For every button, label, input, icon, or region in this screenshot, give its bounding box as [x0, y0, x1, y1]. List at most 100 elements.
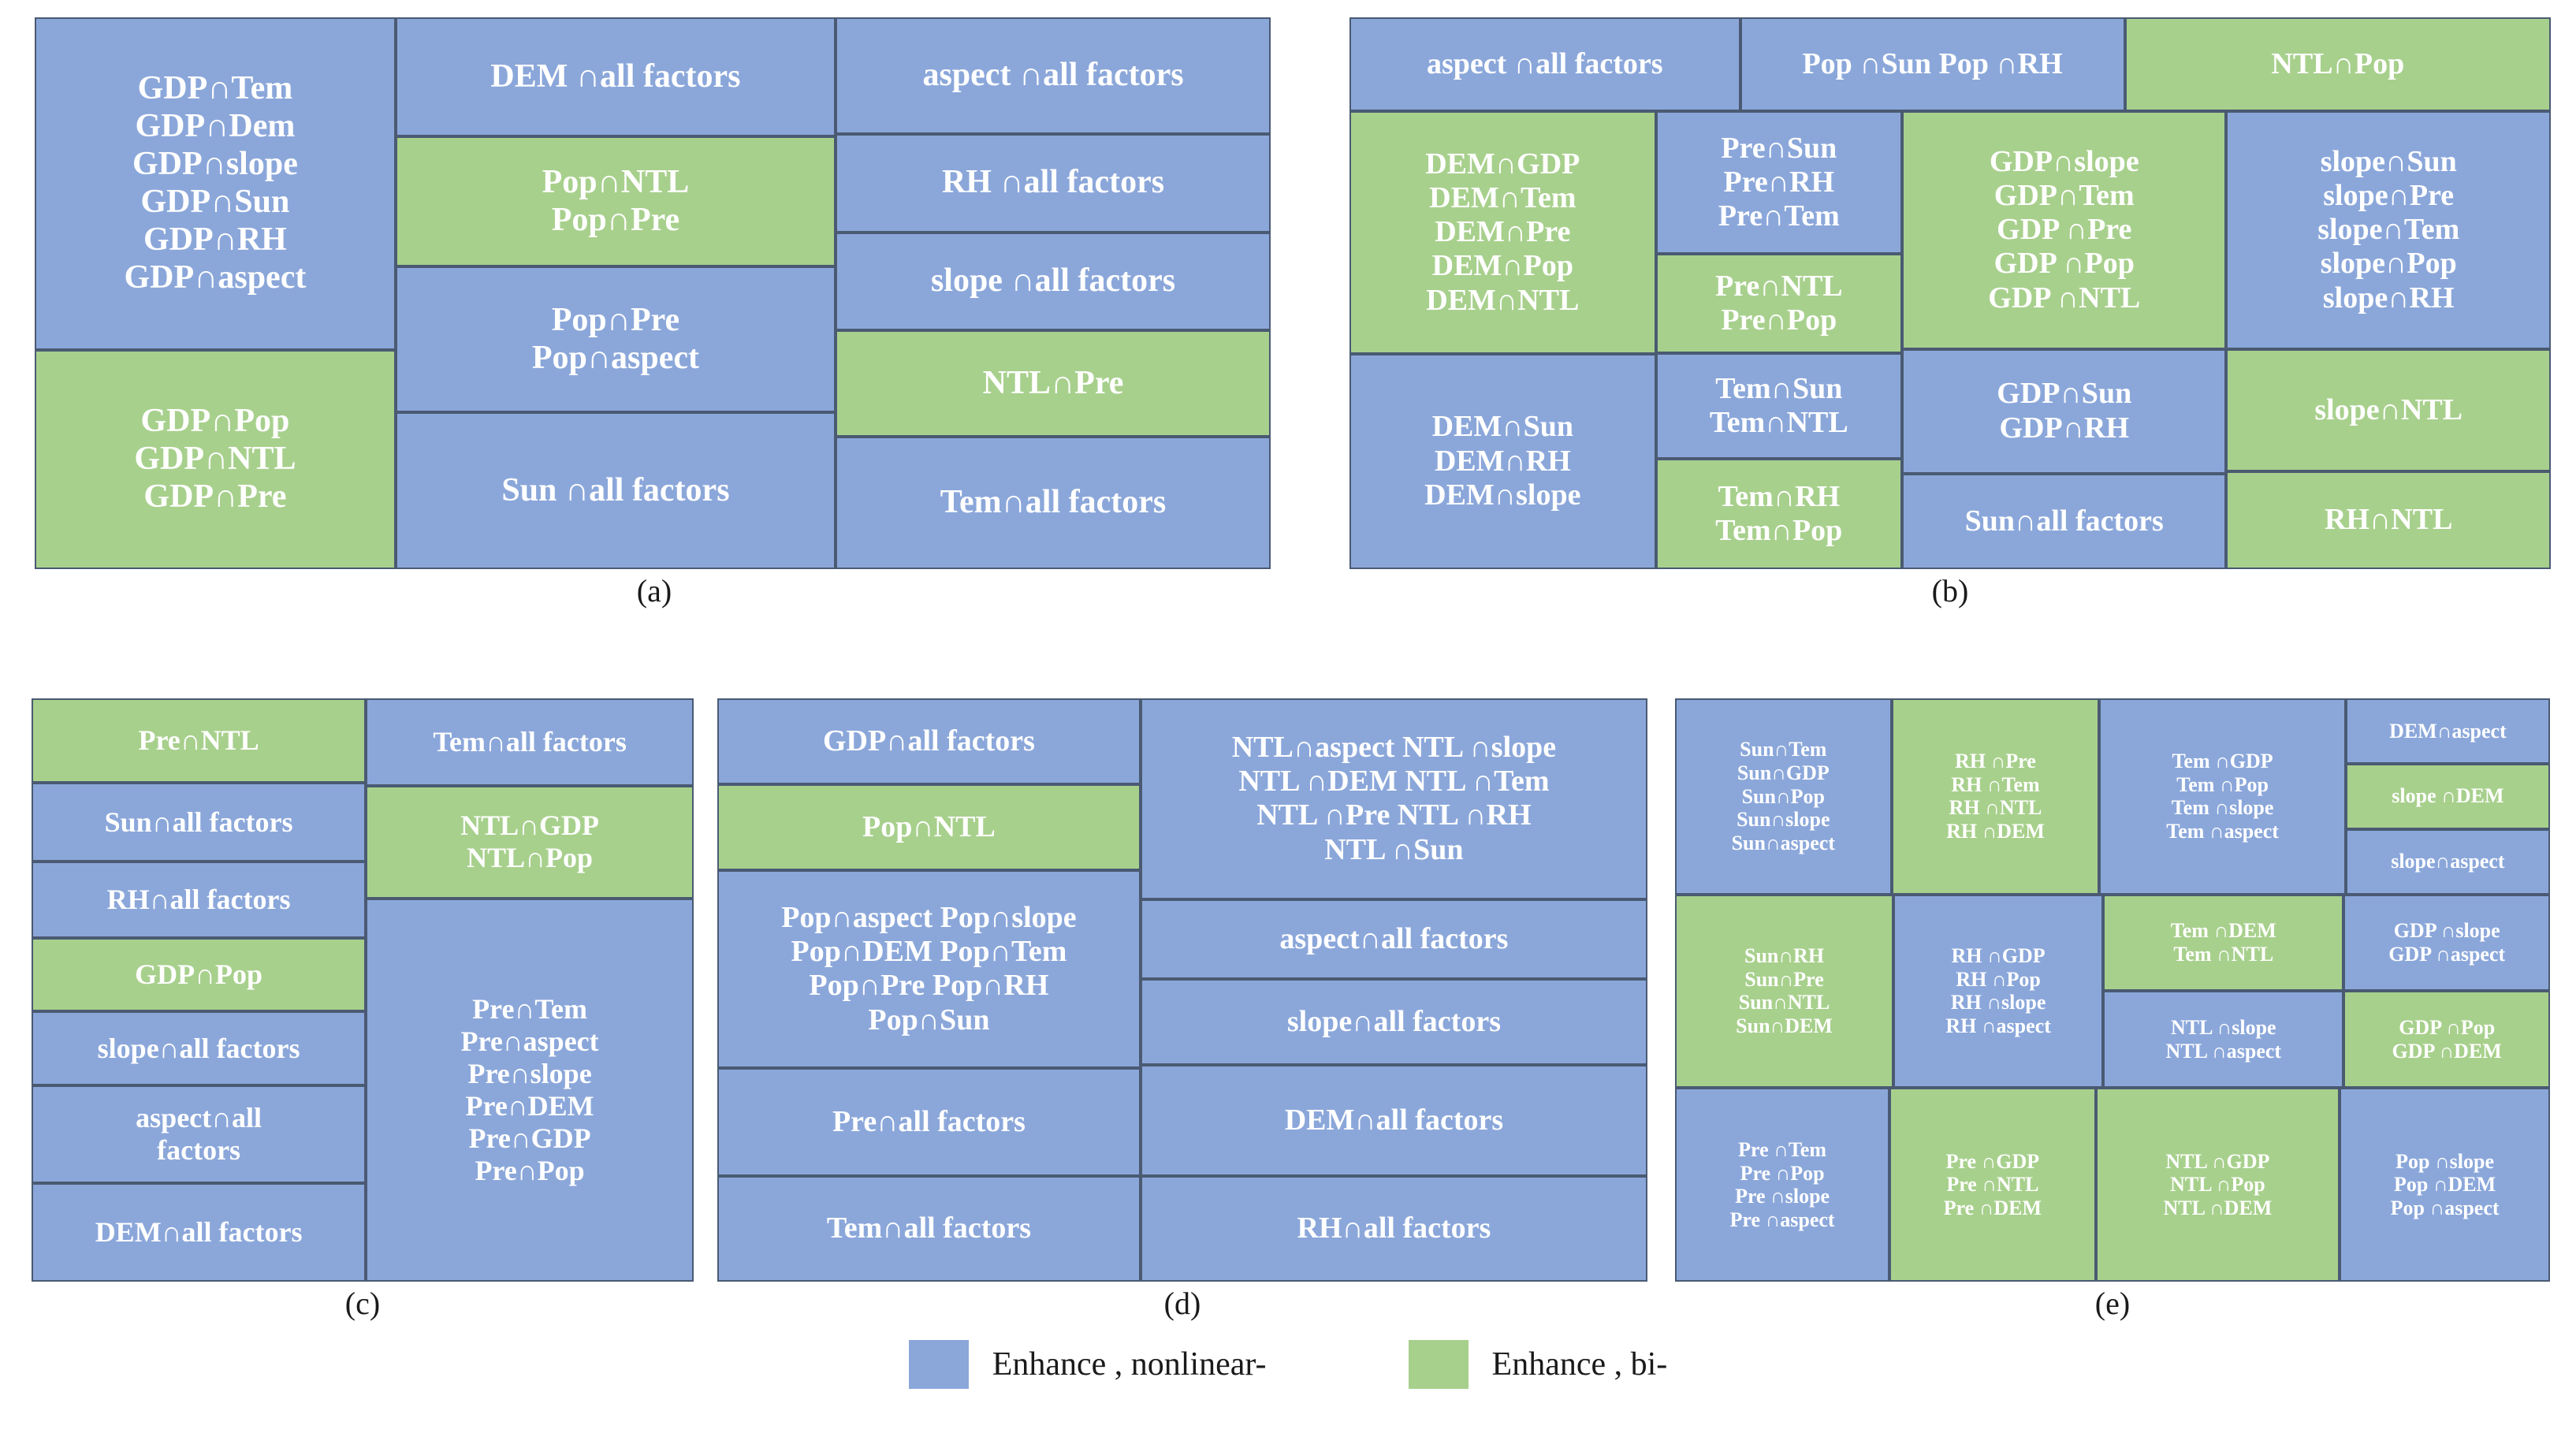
cell-line: Pre ∩GDP	[1945, 1149, 2040, 1173]
treemap-cell[interactable]: slope∩all factors	[32, 1011, 367, 1085]
cell-line: aspect∩all factors	[1279, 921, 1509, 955]
treemap-cell[interactable]: RH∩all factors	[32, 862, 367, 939]
cell-line: DEM∩Pop	[1431, 249, 1573, 283]
treemap-cell[interactable]: DEM∩all factors	[1140, 1065, 1647, 1177]
cell-line: Sun∩slope	[1737, 808, 1830, 832]
cell-line: Tem∩RH	[1718, 479, 1841, 513]
treemap-cell[interactable]: DEM ∩all factors	[395, 17, 836, 137]
cell-line: RH ∩slope	[1950, 991, 2046, 1014]
panel-b-caption: (b)	[1931, 573, 1969, 609]
treemap-cell[interactable]: Pre∩NTL	[32, 698, 367, 783]
cell-line: factors	[157, 1134, 241, 1166]
treemap-cell[interactable]: aspect∩all factors	[1140, 899, 1647, 980]
cell-line: Tem∩all factors	[826, 1212, 1032, 1245]
treemap-cell[interactable]: Sun∩all factors	[1902, 473, 2227, 569]
treemap-cell[interactable]: Pre∩all factors	[717, 1067, 1141, 1177]
treemap-cell[interactable]: DEM∩aspect	[2345, 698, 2550, 764]
cell-line: Pre∩Sun	[1721, 131, 1837, 165]
cell-line: slope∩all factors	[97, 1032, 300, 1064]
treemap-cell[interactable]: Sun∩all factors	[32, 783, 367, 862]
cell-line: NTL ∩Pre NTL ∩RH	[1256, 798, 1532, 832]
cell-line: DEM∩all factors	[95, 1216, 303, 1249]
treemap-cell[interactable]: Sun ∩all factors	[395, 412, 836, 569]
cell-line: GDP∩RH	[143, 221, 287, 258]
treemap-cell[interactable]: RH ∩all factors	[836, 134, 1271, 233]
treemap-cell[interactable]: GDP∩Pop	[32, 938, 367, 1012]
cell-line: Pop∩NTL	[542, 163, 690, 200]
cell-line: GDP∩Tem	[137, 70, 293, 107]
treemap-cell[interactable]: Pop∩NTL	[717, 783, 1141, 870]
cell-line: GDP∩Sun	[140, 184, 290, 221]
treemap-cell[interactable]: Pop ∩Sun Pop ∩RH	[1740, 17, 2125, 111]
cell-line: Sun∩NTL	[1738, 991, 1830, 1014]
cell-line: Pre ∩aspect	[1729, 1208, 1835, 1231]
treemap-cell[interactable]: slope ∩all factors	[836, 232, 1271, 331]
cell-line: Sun∩DEM	[1736, 1014, 1833, 1038]
treemap-cell[interactable]: Tem∩all factors	[366, 698, 694, 786]
cell-line: NTL ∩Sun	[1324, 832, 1464, 866]
treemap-cell[interactable]: Tem∩all factors	[836, 436, 1271, 570]
cell-line: Pop∩Pre Pop∩RH	[809, 969, 1049, 1003]
cell-line: Sun∩Tem	[1740, 738, 1827, 761]
treemap-cell[interactable]: NTL∩Pop	[2124, 17, 2551, 111]
treemap-cell[interactable]: DEM∩all factors	[32, 1183, 367, 1282]
cell-line: NTL∩Pre	[982, 364, 1124, 401]
cell-line: Pop ∩aspect	[2390, 1196, 2500, 1219]
treemap-cell[interactable]: aspect ∩all factors	[836, 17, 1271, 135]
cell-line: Pop∩Pre	[551, 201, 680, 238]
legend-swatch-green	[1408, 1340, 1469, 1389]
treemap-cell[interactable]: slope ∩DEM	[2345, 763, 2550, 829]
cell-line: Tem∩NTL	[1709, 406, 1848, 440]
treemap-cell[interactable]: slope∩NTL	[2226, 348, 2551, 471]
cell-line: aspect ∩all factors	[922, 57, 1184, 94]
cell-line: Tem ∩GDP	[2172, 750, 2273, 773]
treemap-cell[interactable]: GDP∩all factors	[717, 698, 1141, 784]
treemap-cell[interactable]: aspect ∩all factors	[1349, 17, 1740, 111]
cell-line: Pre∩DEM	[465, 1089, 594, 1122]
treemap-cell[interactable]: Tem∩all factors	[717, 1176, 1141, 1282]
treemap-cell[interactable]: slope∩all factors	[1140, 979, 1647, 1066]
treemap-cell[interactable]: NTL∩Pre	[836, 330, 1271, 437]
treemap-cell[interactable]: RH∩all factors	[1140, 1176, 1647, 1282]
cell-line: GDP ∩NTL	[1988, 281, 2141, 315]
cell-line: slope∩Sun	[2320, 144, 2457, 178]
treemap-cell[interactable]: RH∩NTL	[2226, 471, 2551, 569]
treemap-cell[interactable]: slope∩aspect	[2345, 828, 2550, 895]
